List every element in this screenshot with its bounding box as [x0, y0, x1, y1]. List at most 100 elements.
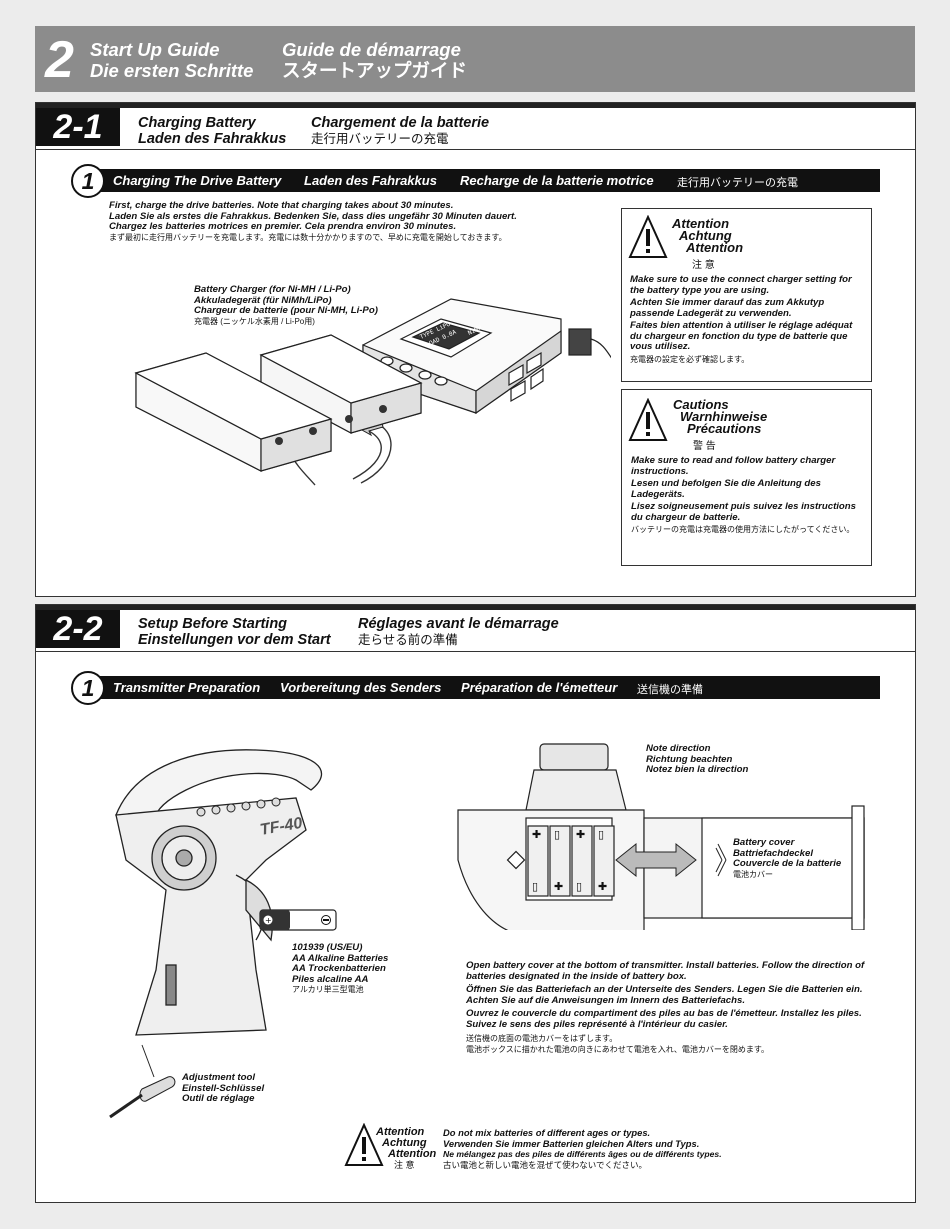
step-title-fr: Recharge de la batterie motrice — [460, 173, 654, 188]
transmitter-icon — [116, 750, 322, 1035]
svg-text:▯: ▯ — [598, 828, 604, 841]
battery-terminal — [345, 415, 353, 423]
instructions-de: Öffnen Sie das Batteriefach an der Unter… — [466, 985, 872, 1006]
transmitter-illustration: TF-40 — [96, 740, 356, 1050]
step-title-en: Transmitter Preparation — [113, 680, 260, 695]
step-number: 1 — [71, 671, 105, 705]
battery-label: 101939 (US/EU) AA Alkaline Batteries AA … — [292, 943, 492, 996]
bottom-attention-line-de: Verwenden Sie immer Batterien gleichen A… — [443, 1138, 743, 1149]
section-charging: 2-1 Charging Battery Laden des Fahrakkus… — [35, 102, 916, 597]
attention-ja: 充電器の設定を必ず確認します。 — [630, 355, 866, 366]
section-title-de: Einstellungen vor dem Start — [138, 632, 331, 648]
step-title-ja: 送信機の準備 — [637, 681, 703, 697]
battery-part-number: 101939 (US/EU) — [292, 943, 492, 954]
cautions-box: Cautions Warnhinweise Précautions 警 告 Ma… — [621, 389, 872, 566]
chapter-number: 2 — [45, 30, 74, 90]
svg-text:▯: ▯ — [554, 828, 560, 841]
svg-text:+: + — [265, 916, 272, 925]
title-en: Start Up Guide — [90, 39, 220, 60]
cautions-de: Lesen und befolgen Sie die Anleitung des… — [631, 479, 863, 500]
bottom-attention-line-fr: Ne mélangez pas des piles de différents … — [443, 1149, 743, 1160]
battery-label-de: AA Trockenbatterien — [292, 964, 492, 975]
step-title-en: Charging The Drive Battery — [113, 173, 281, 188]
intro-en: First, charge the drive batteries. Note … — [109, 201, 589, 212]
attention-head-fr: Attention — [686, 242, 743, 255]
instructions-en: Open battery cover at the bottom of tran… — [466, 961, 872, 982]
note-direction-label: Note direction Richtung beachten Notez b… — [646, 744, 806, 776]
battery-cover-label: Battery cover Battriefachdeckel Couvercl… — [733, 838, 873, 880]
section-title-ja: 走行用バッテリーの充電 — [311, 131, 449, 147]
adjust-tool-en: Adjustment tool — [182, 1073, 302, 1084]
section-title-en: Setup Before Starting — [138, 616, 287, 632]
attention-de: Achten Sie immer darauf das zum Akkutyp … — [630, 298, 866, 319]
section-divider — [36, 605, 915, 610]
step-number: 1 — [71, 164, 105, 198]
instructions-text: Open battery cover at the bottom of tran… — [466, 961, 872, 1055]
intro-ja: まず最初に走行用バッテリーを充電します。充電には数十分かかりますので、早めに充電… — [109, 233, 589, 244]
step-title-fr: Préparation de l'émetteur — [461, 680, 617, 695]
battery-cover-en: Battery cover — [733, 838, 873, 849]
section-title-fr: Réglages avant le démarrage — [358, 616, 559, 632]
bottom-attention-line-ja: 古い電池と新しい電池を混ぜて使わないでください。 — [443, 1160, 743, 1171]
adjust-tool-label: Adjustment tool Einstell-Schlüssel Outil… — [182, 1073, 302, 1105]
section-setup: 2-2 Setup Before Starting Einstellungen … — [35, 604, 916, 1203]
instructions-fr: Ouvrez le couvercle du compartiment des … — [466, 1009, 872, 1030]
battery-terminal — [309, 427, 317, 435]
cautions-ja: バッテリーの充電は充電器の使用方法にしたがってください。 — [631, 525, 863, 536]
note-direction-en: Note direction — [646, 744, 806, 755]
step-bar: 1 Charging The Drive Battery Laden des F… — [81, 169, 880, 192]
section-title-fr: Chargement de la batterie — [311, 115, 489, 131]
section-number: 2-1 — [36, 108, 120, 146]
title-de: Die ersten Schritte — [90, 60, 253, 81]
svg-text:✚: ✚ — [576, 828, 585, 841]
attention-en: Make sure to use the connect charger set… — [630, 275, 866, 296]
bottom-attention-fr: Attention — [376, 1149, 436, 1160]
section-divider — [36, 103, 915, 108]
cautions-text: Make sure to read and follow battery cha… — [631, 456, 863, 536]
cautions-en: Make sure to read and follow battery cha… — [631, 456, 863, 477]
svg-text:✚: ✚ — [598, 880, 607, 893]
note-direction-fr: Notez bien la direction — [646, 765, 806, 776]
battery-terminal — [275, 437, 283, 445]
battery-terminal — [379, 405, 387, 413]
bottom-attention-ja: 注 意 — [376, 1160, 436, 1171]
title-ja: スタートアップガイド — [282, 60, 467, 81]
attention-box: Attention Achtung Attention 注 意 Make sur… — [621, 208, 872, 382]
bottom-attention-line-en: Do not mix batteries of different ages o… — [443, 1127, 743, 1138]
battery-label-fr: Piles alcaline AA — [292, 975, 492, 986]
attention-head-ja: 注 意 — [692, 256, 715, 271]
charger-battery-illustration: TYPE LiPO LOAD 0.0A NiMH — [91, 273, 611, 563]
cautions-head-ja: 警 告 — [693, 437, 716, 452]
cautions-fr: Lisez soigneusement puis suivez les inst… — [631, 502, 863, 523]
section-number: 2-2 — [36, 610, 120, 648]
intro-text: First, charge the drive batteries. Note … — [109, 201, 589, 243]
intro-fr: Chargez les batteries motrices en premie… — [109, 222, 589, 233]
title-fr: Guide de démarrage — [282, 39, 461, 60]
warning-triangle-icon — [628, 215, 668, 259]
instructions-ja: 送信機の底面の電池カバーをはずします。 電池ボックスに描かれた電池の向きにあわせ… — [466, 1034, 872, 1055]
step-title-ja: 走行用バッテリーの充電 — [677, 174, 798, 190]
adjust-tool-fr: Outil de réglage — [182, 1094, 302, 1105]
battery-cover-fr: Couvercle de la batterie — [733, 859, 873, 870]
attention-fr: Faites bien attention à utiliser le régl… — [630, 321, 866, 353]
page-header: 2 Start Up Guide Die ersten Schritte Gui… — [35, 26, 915, 92]
svg-text:✚: ✚ — [554, 880, 563, 893]
aa-battery-icon: + — [258, 908, 340, 934]
section-title-en: Charging Battery — [138, 115, 256, 131]
section-rule — [36, 651, 915, 652]
svg-text:▯: ▯ — [532, 880, 538, 893]
svg-text:▯: ▯ — [576, 880, 582, 893]
battery-label-ja: アルカリ単三型電池 — [292, 985, 492, 996]
step-bar: 1 Transmitter Preparation Vorbereitung d… — [81, 676, 880, 699]
step-title-de: Vorbereitung des Senders — [280, 680, 441, 695]
section-rule — [36, 149, 915, 150]
section-title-de: Laden des Fahrakkus — [138, 131, 286, 147]
svg-text:✚: ✚ — [532, 828, 541, 841]
bottom-attention-text: Do not mix batteries of different ages o… — [443, 1127, 743, 1171]
bottom-attention-head: Attention Achtung Attention 注 意 — [376, 1127, 436, 1171]
cautions-head-fr: Précautions — [687, 423, 761, 436]
section-title-ja: 走らせる前の準備 — [358, 632, 458, 648]
warning-triangle-icon — [628, 398, 668, 442]
attention-text: Make sure to use the connect charger set… — [630, 275, 866, 365]
step-title-de: Laden des Fahrakkus — [304, 173, 437, 188]
